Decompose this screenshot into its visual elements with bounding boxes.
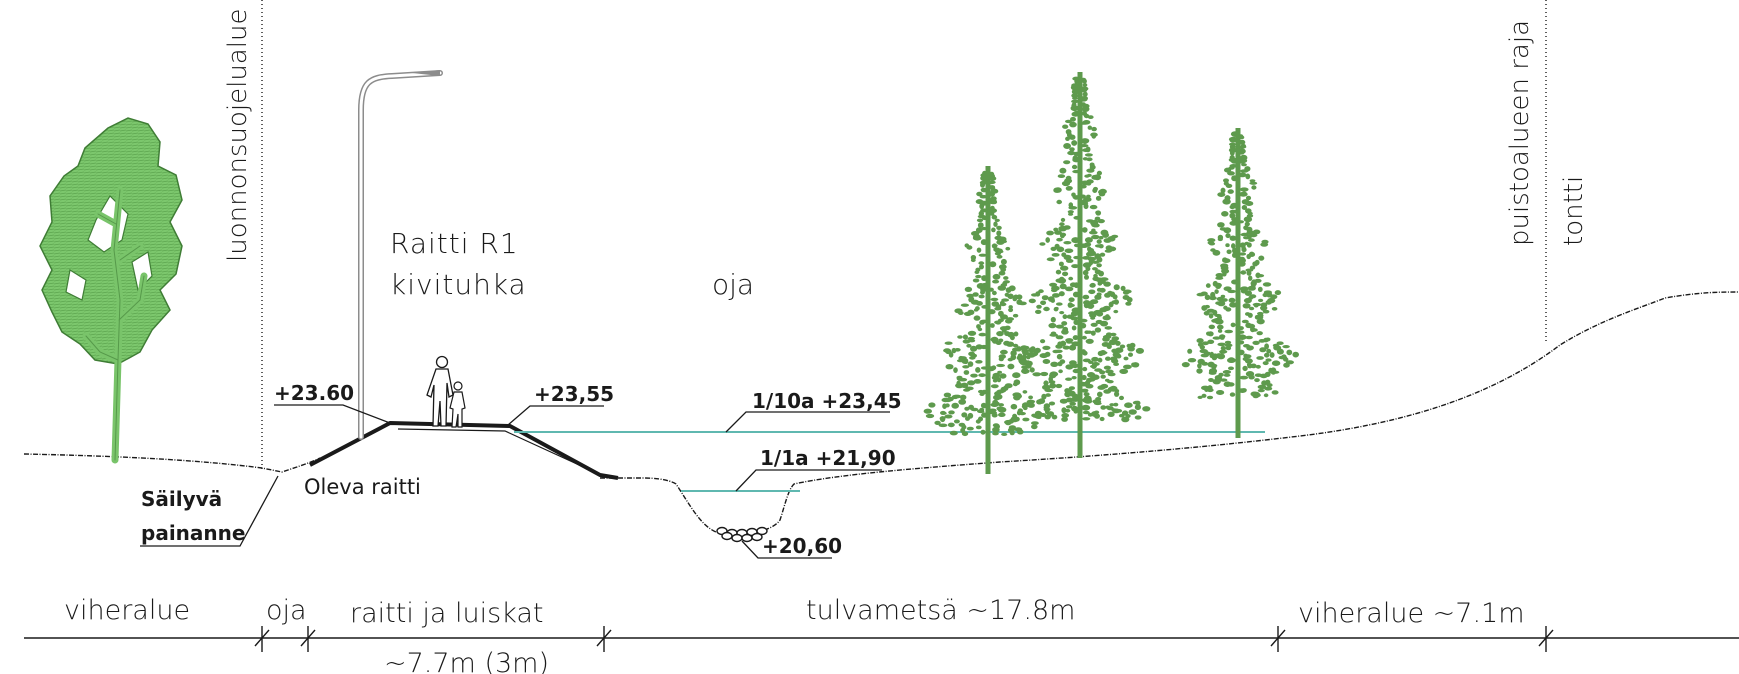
spruce-tree-icon <box>923 166 1051 474</box>
spruce-tree-group <box>923 72 1299 474</box>
lamp-head <box>412 70 440 76</box>
pedestrian-child-icon <box>449 381 466 428</box>
spruce-tree-icon <box>1010 72 1151 458</box>
level-flood-1a-leader <box>735 469 882 492</box>
level-ditch-bottom-leader <box>741 540 832 559</box>
ground-line <box>23 291 1739 535</box>
level-path-left-leader <box>274 404 391 424</box>
spruce-tree-icon <box>1181 128 1299 438</box>
pedestrian-adult-icon <box>426 355 454 427</box>
level-flood-10a-leader <box>725 411 890 433</box>
nature-reserve-label: luonnonsuojelualue <box>223 9 253 262</box>
zone-flood-forest: tulvametsä ~17.8m <box>806 595 1075 626</box>
park-boundary-label: puistoalueen raja <box>1505 20 1535 246</box>
existing-path-label: Oleva raitti <box>304 475 421 499</box>
zone-green-right: viheralue ~7.1m <box>1298 598 1525 629</box>
path-embankment-inner <box>397 428 591 471</box>
path-name-label: Raitti R1 <box>390 227 519 260</box>
depression-label-line2: painanne <box>141 521 245 545</box>
level-flood-10a: 1/10a +23,45 <box>752 389 902 413</box>
zone-ditch: oja <box>266 595 307 626</box>
street-lamp-inner <box>359 71 442 439</box>
path-surface-label: kivituhka <box>390 268 527 301</box>
level-path-left: +23.60 <box>274 381 354 405</box>
zone-green-left: viheralue <box>64 595 190 626</box>
zone-path-width: ~7.7m (3m) <box>384 648 549 674</box>
level-flood-1a: 1/1a +21,90 <box>760 446 896 470</box>
plot-label: tontti <box>1559 176 1589 246</box>
birch-tree-icon <box>39 117 183 464</box>
depression-label-line1: Säilyvä <box>141 487 222 511</box>
ditch-title-label: oja <box>712 268 754 301</box>
level-ditch-bottom: +20,60 <box>762 534 842 558</box>
depression-leader <box>140 475 279 547</box>
ditch-stones <box>716 526 768 543</box>
level-path-right: +23,55 <box>534 382 614 406</box>
dimension-ticks <box>254 626 1554 652</box>
level-path-right-leader <box>507 405 604 426</box>
zone-path-slopes: raitti ja luiskat <box>350 598 544 629</box>
